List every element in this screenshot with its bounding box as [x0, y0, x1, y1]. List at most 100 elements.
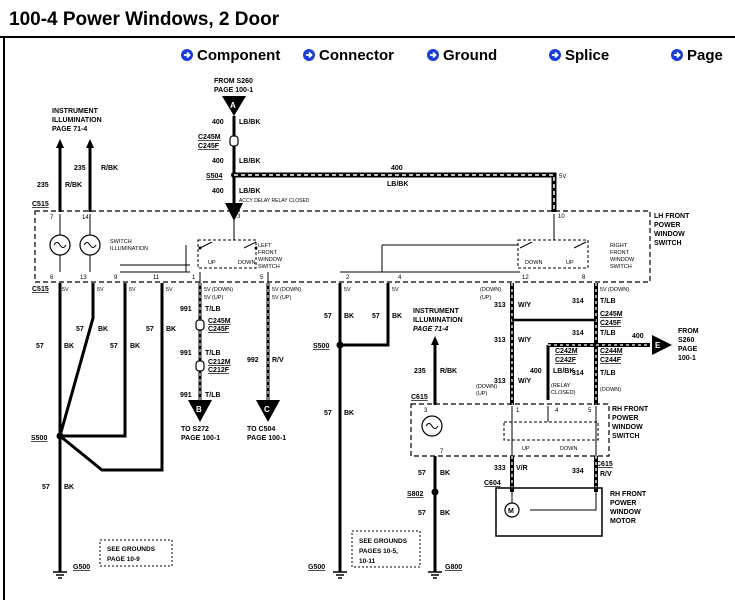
connector-c515-label: C515 — [32, 286, 49, 293]
rh-motor-line1: RH FRONT — [610, 491, 647, 498]
lh-front-window-switch-box: LH FRONT POWER WINDOW SWITCH SWITCH ILLU… — [34, 210, 690, 283]
ground-g800-label: G800 — [445, 564, 462, 571]
down-note: (DOWN) — [480, 287, 501, 293]
switch-down-label: DOWN — [525, 260, 542, 266]
wire-313-label: 313 — [494, 302, 506, 309]
page-label: PAGE 100-1 — [214, 87, 253, 94]
wire-bk-label: BK — [64, 343, 74, 350]
pin-label: 12 — [522, 275, 529, 281]
arrow-circle-icon — [549, 49, 561, 61]
splice-s802-dot — [431, 488, 439, 496]
wire-313-label: 313 — [494, 337, 506, 344]
wire-400-stripe — [234, 174, 555, 210]
page-label: PAGE 100-1 — [181, 435, 220, 442]
nav-connector-link[interactable]: Connector — [303, 44, 394, 66]
wire-334-label: 334 — [572, 468, 584, 475]
connector-b-letter: B — [196, 405, 202, 414]
connector-c245f-label: C245F — [208, 326, 230, 333]
nav-component-link[interactable]: Component — [181, 44, 280, 66]
pin-label: 2 — [346, 275, 350, 281]
arrow-up-icon — [431, 336, 439, 345]
sv-label: 5V — [166, 287, 173, 293]
nav-page-link[interactable]: Page — [671, 44, 723, 66]
wire-bk-label: BK — [98, 326, 108, 333]
instr-illum-line1: INSTRUMENT — [413, 308, 460, 315]
see-grounds-page: PAGE 10-9 — [107, 556, 140, 563]
sv-label: 5V — [559, 174, 566, 180]
connector-c212m-label: C212M — [208, 359, 231, 366]
wire-wy-label: W/Y — [518, 378, 532, 385]
instr-illum-page: PAGE 71-4 — [52, 126, 87, 133]
up-note: (UP) — [212, 295, 223, 301]
connector-c615-label: C615 — [411, 394, 428, 401]
pin-label: 1 — [192, 275, 196, 281]
page-num-label: 100-1 — [678, 355, 696, 362]
sv-label: 5V — [272, 295, 279, 301]
page-label: PAGE 100-1 — [247, 435, 286, 442]
wire-991-label: 991 — [180, 350, 192, 357]
nav-splice-link[interactable]: Splice — [549, 44, 609, 66]
nav-page-label: Page — [687, 46, 723, 64]
wire-57-label: 57 — [324, 410, 332, 417]
connector-c245m-label: C245M — [600, 311, 623, 318]
instrument-illumination-left: INSTRUMENT ILLUMINATION PAGE 71-4 235 R/… — [32, 108, 118, 221]
wire-313-label: 313 — [494, 378, 506, 385]
left-fw-line1: LEFT — [258, 243, 272, 249]
pin-label: 11 — [153, 275, 160, 281]
rh-switch-line2: POWER — [612, 415, 638, 422]
rh-switch-line3: WINDOW — [612, 424, 643, 431]
switch-contact — [243, 241, 257, 249]
wire-57-label: 57 — [110, 343, 118, 350]
wire-color-label: LB/BK — [387, 181, 408, 188]
s260-label: S260 — [678, 337, 694, 344]
rh-switch-contacts-outline — [503, 421, 599, 441]
sv-label: 5V — [97, 287, 104, 293]
wire-vr-label: V/R — [516, 465, 528, 472]
wire-400-label: 400 — [212, 188, 224, 195]
up-note: (UP) — [480, 295, 491, 301]
left-fw-line4: SWITCH — [258, 264, 280, 270]
connector-a-triangle — [222, 96, 246, 116]
connector-c-triangle — [256, 400, 280, 422]
wire-57-label: 57 — [76, 326, 84, 333]
wire-991-label: 991 — [180, 306, 192, 313]
see-grounds-box — [351, 530, 421, 568]
to-c504-label: TO C504 — [247, 426, 275, 433]
connector-e-triangle — [652, 335, 672, 355]
lh-switch-line2: POWER — [654, 222, 680, 229]
lamp-filament-icon — [425, 423, 439, 429]
wire-tlb-label: T/LB — [205, 306, 221, 313]
left-window-switch-outline — [197, 239, 257, 269]
pin-label: 5 — [588, 408, 592, 414]
pin-label: 7 — [440, 449, 444, 455]
to-s272-label: TO S272 — [181, 426, 209, 433]
connector-c615-label: C615 — [596, 461, 613, 468]
see-grounds-label: SEE GROUNDS — [359, 538, 408, 545]
sv-label: 5V — [62, 287, 69, 293]
nav-ground-link[interactable]: Ground — [427, 44, 497, 66]
instr-illum-line1: INSTRUMENT — [52, 108, 99, 115]
up-note: (UP) — [476, 391, 487, 397]
connector-c604-label: C604 — [484, 480, 501, 487]
pin-label: 3 — [424, 408, 428, 414]
arrow-circle-icon — [303, 49, 315, 61]
pin-label: 4 — [398, 275, 402, 281]
see-grounds-label: SEE GROUNDS — [107, 546, 156, 553]
arrow-circle-icon — [427, 49, 439, 61]
down-note: (DOWN) — [212, 287, 233, 293]
wire-bk-label: BK — [64, 484, 74, 491]
connector-b-triangle — [188, 400, 212, 422]
rh-motor-line4: MOTOR — [610, 518, 636, 525]
wire-tlb-label: T/LB — [600, 370, 616, 377]
see-grounds-box — [99, 539, 173, 567]
right-fw-line2: FRONT — [610, 250, 630, 256]
wire-400-label: 400 — [632, 333, 644, 340]
motor-m-label: M — [508, 508, 514, 515]
nav-component-label: Component — [197, 46, 281, 64]
see-grounds-pages: PAGES 10-5, — [359, 548, 398, 555]
from-s260-label: FROM S260 — [214, 78, 253, 85]
switch-down-label: DOWN — [560, 446, 577, 452]
left-border — [3, 38, 5, 600]
wire-57-label: 57 — [372, 313, 380, 320]
connector-c212-symbol — [195, 360, 205, 372]
